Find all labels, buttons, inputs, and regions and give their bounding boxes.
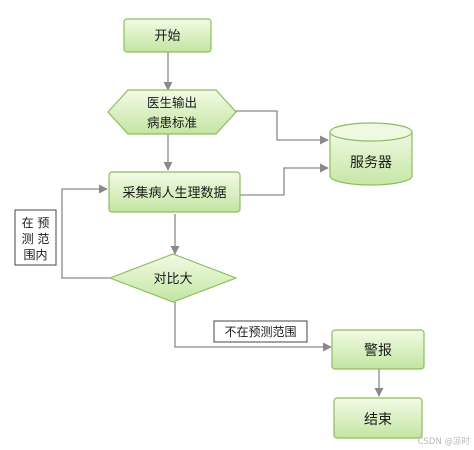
compare-decision: 对比大 [108, 253, 238, 303]
in-range-line1: 在 预 [22, 216, 50, 230]
alarm-label: 警报 [364, 343, 392, 359]
collect-data-node: 采集病人生理数据 [108, 171, 241, 213]
out-of-range-text: 不在预测范围 [224, 325, 296, 339]
arrow-decision-to-server [224, 110, 329, 145]
arrow-compare-loop-to-collect [61, 184, 112, 279]
alarm-node: 警报 [331, 329, 425, 370]
arrow-compare-to-alarm [174, 302, 332, 352]
in-range-label: 在 预 测 范 围内 [14, 209, 57, 266]
out-of-range-label: 不在预测范围 [213, 320, 308, 343]
end-node: 结束 [333, 397, 423, 439]
server-label: 服务器 [350, 155, 392, 171]
decision-doctor-standard: 医生输出 病患标准 [107, 89, 237, 135]
arrow-collect-to-server [240, 163, 329, 196]
collect-data-label: 采集病人生理数据 [122, 185, 226, 201]
start-label: 开始 [154, 29, 180, 44]
connectors [61, 52, 384, 397]
decision-doctor-standard-line2: 病患标准 [147, 115, 197, 130]
watermark-text: CSDN @凉时 [418, 436, 471, 447]
compare-label: 对比大 [153, 272, 192, 287]
start-node: 开始 [123, 18, 212, 53]
in-range-line2: 测 范 [22, 232, 50, 246]
end-label: 结束 [364, 412, 392, 428]
in-range-line3: 围内 [23, 248, 47, 262]
server-node: 服务器 [329, 122, 413, 186]
decision-doctor-standard-line1: 医生输出 [147, 95, 197, 110]
